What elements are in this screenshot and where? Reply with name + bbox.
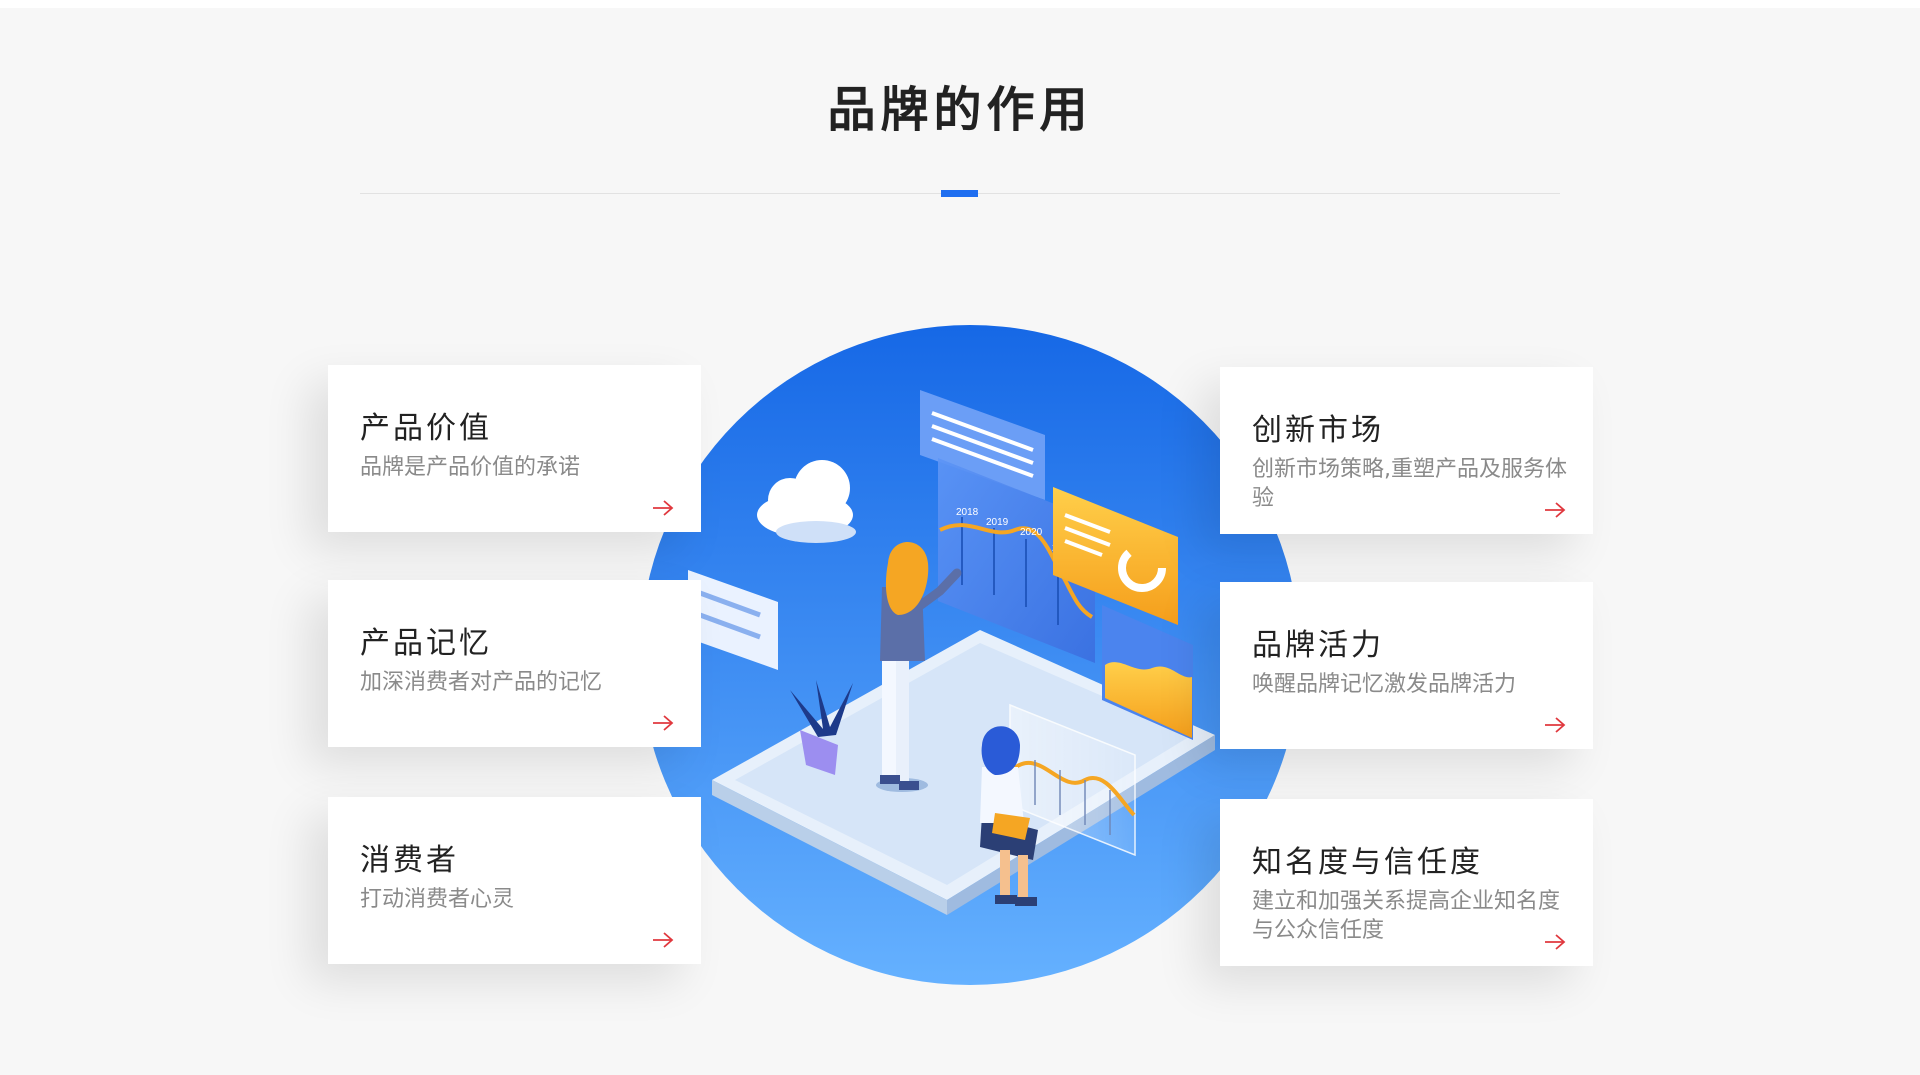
card-description: 加深消费者对产品的记忆: [360, 670, 603, 695]
card-innovative-market[interactable]: 创新市场 创新市场策略,重塑产品及服务体验: [1220, 367, 1593, 534]
card-description: 建立和加强关系提高企业知名度与公众信任度: [1252, 889, 1561, 943]
standing-person: [876, 542, 962, 792]
arrow-right-icon[interactable]: [651, 713, 675, 733]
seated-person: [980, 726, 1038, 906]
card-title: 品牌活力: [1252, 628, 1384, 663]
card-description: 唤醒品牌记忆激发品牌活力: [1252, 672, 1517, 697]
card-title: 产品价值: [360, 411, 492, 446]
cloud-icon: [757, 460, 856, 543]
arrow-right-icon[interactable]: [1543, 500, 1567, 520]
area-chart-panel: [1102, 605, 1193, 740]
card-consumer[interactable]: 消费者 打动消费者心灵: [328, 797, 701, 964]
card-title: 创新市场: [1252, 413, 1384, 448]
card-brand-vitality[interactable]: 品牌活力 唤醒品牌记忆激发品牌活力: [1220, 582, 1593, 749]
brand-illustration: 2018 2019 2020 2021: [640, 325, 1300, 985]
arrow-right-icon[interactable]: [1543, 932, 1567, 952]
orange-report-panel: [1053, 487, 1178, 625]
card-title: 产品记忆: [360, 626, 492, 661]
card-description: 品牌是产品价值的承诺: [360, 455, 581, 480]
plant-icon: [790, 680, 853, 775]
year-label: 2019: [986, 517, 1009, 528]
title-divider-accent: [941, 190, 978, 197]
arrow-right-icon[interactable]: [651, 498, 675, 518]
arrow-right-icon[interactable]: [651, 930, 675, 950]
year-label: 2018: [956, 507, 979, 518]
text-bars-panel: [920, 390, 1045, 500]
card-product-value[interactable]: 产品价值 品牌是产品价值的承诺: [328, 365, 701, 532]
glass-chart-panel: [1009, 703, 1136, 857]
card-title: 消费者: [360, 843, 459, 878]
card-description: 打动消费者心灵: [360, 887, 515, 912]
card-description: 创新市场策略,重塑产品及服务体验: [1252, 457, 1567, 511]
top-strip: [0, 0, 1920, 8]
year-label: 2020: [1020, 527, 1043, 538]
section-title: 品牌的作用: [827, 82, 1093, 138]
left-widget: [688, 570, 778, 670]
card-awareness-trust[interactable]: 知名度与信任度 建立和加强关系提高企业知名度与公众信任度: [1220, 799, 1593, 966]
card-title: 知名度与信任度: [1252, 845, 1483, 880]
arrow-right-icon[interactable]: [1543, 715, 1567, 735]
card-product-memory[interactable]: 产品记忆 加深消费者对产品的记忆: [328, 580, 701, 747]
